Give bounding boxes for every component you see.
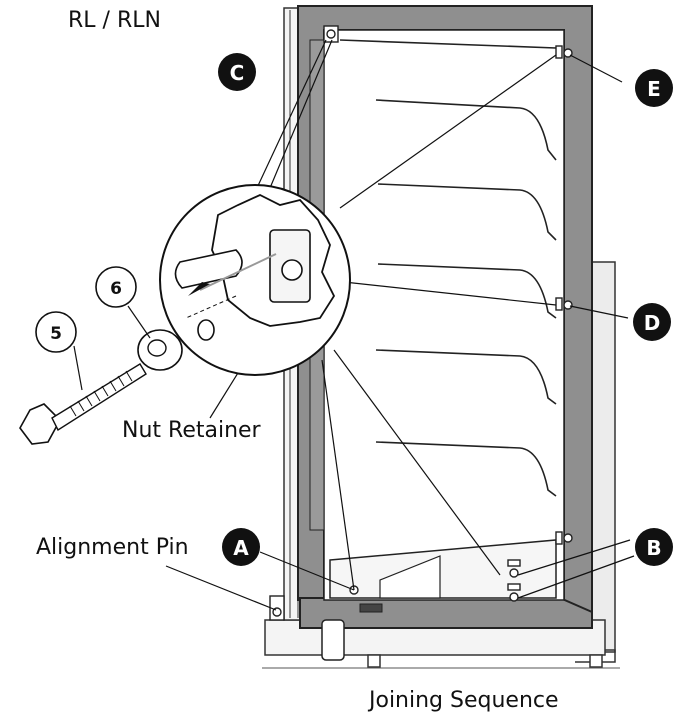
leader-alignment-pin — [165, 565, 277, 611]
leader-d — [569, 305, 629, 319]
bolt-sleeve — [174, 249, 243, 289]
leader-e-to-detail — [339, 54, 557, 209]
case-leg-right — [589, 654, 603, 668]
part-number-6: 6 — [95, 266, 137, 308]
part-number-5: 5 — [35, 311, 77, 353]
part-number-5-text: 5 — [50, 324, 62, 344]
shelf-top-line — [339, 39, 557, 49]
case-cavity — [323, 29, 565, 601]
shelf-3 — [377, 263, 557, 319]
callout-d-text: D — [644, 311, 661, 335]
shelf-4 — [375, 349, 557, 405]
callout-b: B — [635, 528, 673, 566]
leveler-foot — [321, 619, 345, 661]
leader-5 — [73, 345, 83, 391]
callout-d: D — [633, 303, 671, 341]
deck-panel — [379, 555, 441, 599]
callout-a: A — [222, 528, 260, 566]
leader-6 — [127, 305, 151, 339]
nut-retainer-hole — [281, 259, 303, 281]
hole-b1 — [509, 568, 519, 578]
leader-a — [259, 551, 355, 591]
joint-holes — [323, 25, 573, 602]
callout-c-text: C — [230, 61, 245, 85]
shelf-5 — [375, 441, 557, 497]
callout-c: C — [218, 53, 256, 91]
callout-b-text: B — [646, 536, 661, 560]
washer-hole — [147, 339, 167, 357]
leader-d-to-detail — [343, 281, 557, 306]
bolt-threads — [69, 370, 133, 417]
hole-b2 — [509, 592, 519, 602]
bolt-path — [199, 253, 277, 291]
shelves — [339, 39, 557, 497]
case-leg-left — [367, 654, 381, 668]
callout-a-text: A — [233, 536, 249, 560]
bolt-axis-dash — [185, 295, 237, 319]
hole-b2-slot — [507, 583, 521, 591]
shelf-1 — [375, 99, 557, 161]
hole-b1-slot — [507, 559, 521, 567]
leader-b2 — [517, 555, 635, 599]
leader-c-to-detail — [255, 39, 327, 191]
hole-lower — [563, 533, 573, 543]
hole-e-slot — [555, 45, 563, 59]
bolt-head — [19, 403, 61, 445]
figure-caption: Joining Sequence — [369, 688, 559, 713]
leader-a-to-detail — [321, 359, 355, 591]
callout-e: E — [635, 69, 673, 107]
hole-d-slot — [555, 297, 563, 311]
detail-hole — [197, 319, 215, 341]
part-number-6-text: 6 — [110, 279, 122, 299]
bolt-part — [19, 363, 147, 445]
hole-lower-slot — [555, 531, 563, 545]
leader-b1 — [517, 539, 631, 576]
nut-retainer-label: Nut Retainer — [122, 418, 261, 443]
hole-d — [563, 300, 573, 310]
bracket — [359, 603, 383, 613]
direction-arrow — [188, 282, 210, 296]
shelf-2 — [377, 183, 557, 241]
leader-c-to-detail-2 — [269, 39, 333, 189]
hole-c — [326, 29, 336, 39]
leader-e — [569, 54, 623, 83]
model-label: RL / RLN — [68, 8, 161, 33]
callout-e-text: E — [647, 77, 661, 101]
leader-b-to-detail — [333, 349, 501, 576]
alignment-pin-label: Alignment Pin — [36, 535, 189, 560]
